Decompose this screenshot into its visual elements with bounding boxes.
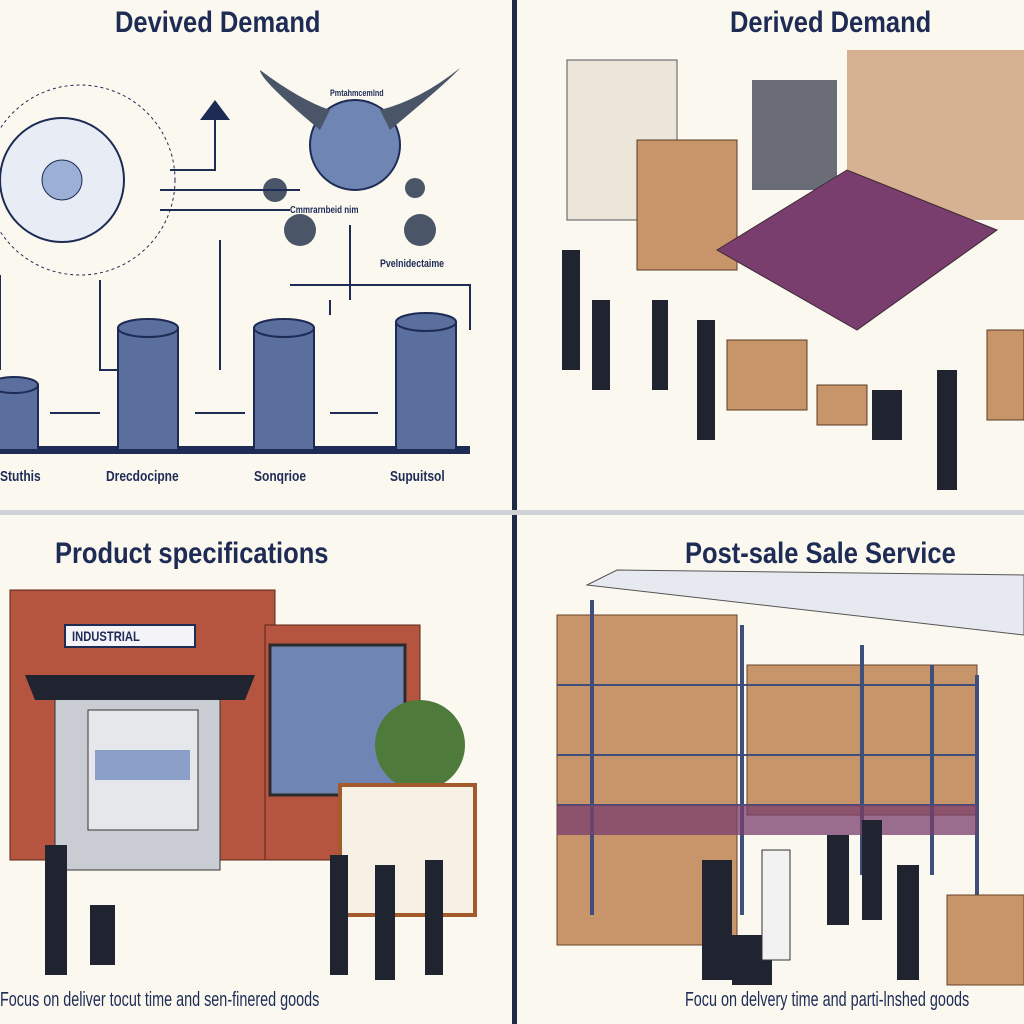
building-sign: INDUSTRIAL <box>72 628 140 644</box>
panel-title: Devived Demand <box>115 6 321 39</box>
panel-title: Derived Demand <box>730 6 932 39</box>
stage-label: Stuthis <box>0 468 41 485</box>
banner-text: Pvelnidectaime <box>380 258 445 270</box>
panel-post-sale-service: Post-sale Sale Service Focu on delvery t… <box>517 515 1024 1024</box>
flow-diagram-illustration <box>0 68 471 454</box>
panel-title: Product specifications <box>55 537 329 570</box>
panel-caption: Focu on delvery time and parti-lnshed go… <box>685 989 970 1011</box>
panel-title: Post-sale Sale Service <box>685 537 956 570</box>
banner-text: Cmmrarnbeid nim <box>290 205 359 216</box>
stage-label: Sonqrioe <box>254 468 307 485</box>
panel-caption: Focus on deliver tocut time and sen-fine… <box>0 989 320 1011</box>
banner-text: Pmtahmcemlnd <box>330 88 384 98</box>
warehouse-shelves-illustration <box>556 569 1024 986</box>
warehouse-illustration <box>562 50 1024 490</box>
panel-derived-demand-diagram: Devived Demand Stuthis Drecdocipne Sonqr… <box>0 0 512 510</box>
stage-label: Drecdocipne <box>106 468 179 485</box>
panel-product-specifications: Product specifications INDUSTRIAL Focus … <box>0 515 512 1024</box>
industrial-building-illustration <box>9 589 477 980</box>
stage-label: Supuitsol <box>390 468 445 485</box>
panel-warehouse-inspection: Derived Demand <box>517 0 1024 510</box>
panel-divider-horizontal <box>0 510 1024 515</box>
